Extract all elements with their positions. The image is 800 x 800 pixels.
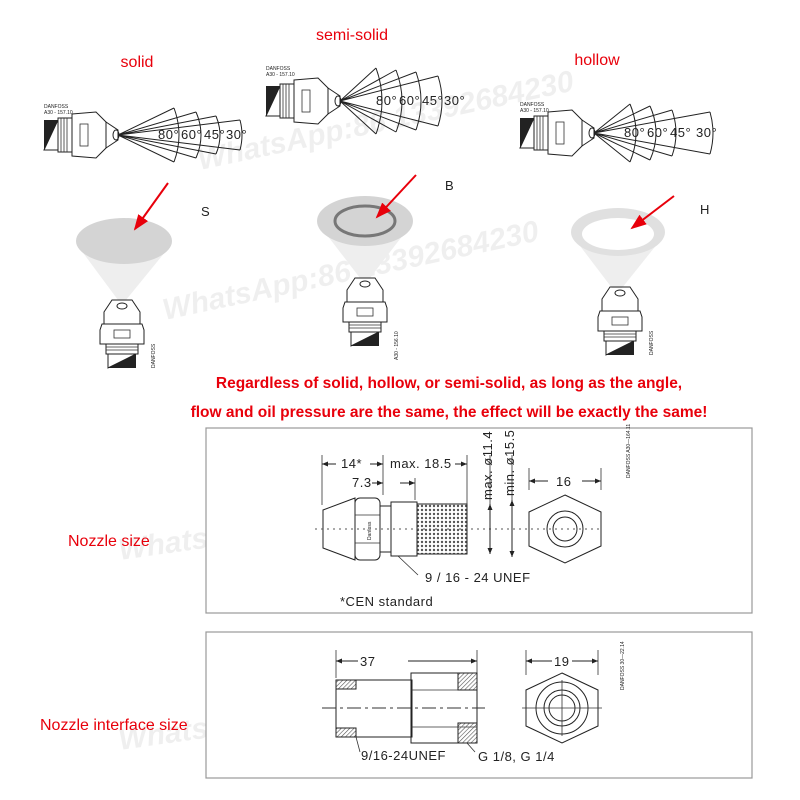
- svg-text:max. 18.5: max. 18.5: [390, 456, 452, 471]
- svg-text:A30 - 157.10: A30 - 157.10: [44, 110, 73, 116]
- nozzle-size-panel: [205, 427, 753, 614]
- svg-text:60°: 60°: [647, 125, 668, 140]
- upright-nozzle-semi-solid: A30 - 156.10: [342, 277, 400, 360]
- solid-spray-pattern: [76, 218, 172, 300]
- svg-text:Danfoss: Danfoss: [367, 521, 373, 540]
- svg-text:*CEN standard: *CEN standard: [340, 594, 433, 609]
- svg-text:9/16-24UNEF: 9/16-24UNEF: [361, 748, 446, 763]
- svg-text:37: 37: [360, 654, 375, 669]
- interface-size-label: Nozzle interface size: [40, 717, 188, 734]
- svg-text:80°: 80°: [624, 125, 645, 140]
- hollow-label: hollow: [574, 52, 620, 69]
- svg-text:16: 16: [556, 474, 571, 489]
- spray-angle-diagram-semi-solid: DANFOSS A30 - 157.10 80°60°45°30°: [265, 66, 465, 135]
- solid-letter: S: [201, 204, 210, 219]
- nozzle-size-drawing: Danfoss 14* max. 18.5 7.3 max. ø11.4 min…: [315, 424, 632, 609]
- note-line-2: flow and oil pressure are the same, the …: [191, 404, 708, 421]
- svg-text:A30 - 156.10: A30 - 156.10: [394, 331, 400, 360]
- spray-angle-diagram-hollow: DANFOSS A30 - 157.10 80°60°45° 30°: [519, 102, 717, 163]
- svg-text:max. ø11.4: max. ø11.4: [480, 431, 495, 500]
- svg-text:60°: 60°: [181, 127, 202, 142]
- spray-angle-diagram-solid: DANFOSS A30 - 157.10 80°60°45°30°: [43, 104, 247, 163]
- svg-text:DANFOSS: DANFOSS: [649, 330, 655, 355]
- interface-size-drawing: 37 19 9/16-24UNEF G 1/8, G 1/4 DANFOSS 3…: [322, 641, 626, 764]
- svg-text:14*: 14*: [341, 456, 362, 471]
- upright-nozzle-hollow: DANFOSS: [597, 286, 655, 356]
- svg-text:A30 - 157.10: A30 - 157.10: [266, 72, 295, 78]
- red-arrow: [375, 174, 417, 219]
- svg-text:DANFOSS 30—22.14: DANFOSS 30—22.14: [620, 641, 626, 690]
- svg-text:45°: 45°: [422, 93, 443, 108]
- svg-text:80°: 80°: [158, 127, 179, 142]
- svg-text:30°: 30°: [226, 127, 247, 142]
- svg-text:45°: 45°: [204, 127, 225, 142]
- svg-text:30°: 30°: [696, 125, 717, 140]
- svg-text:DANFOSS: DANFOSS: [44, 104, 69, 110]
- svg-text:7.3: 7.3: [352, 475, 372, 490]
- red-arrow: [630, 195, 675, 230]
- upright-nozzle-solid: DANFOSS: [99, 299, 157, 369]
- svg-text:G 1/8, G 1/4: G 1/8, G 1/4: [478, 749, 555, 764]
- note-line-1: Regardless of solid, hollow, or semi-sol…: [216, 375, 682, 392]
- semi-solid-label: semi-solid: [316, 27, 388, 44]
- svg-text:30°: 30°: [444, 93, 465, 108]
- svg-text:DANFOSS: DANFOSS: [151, 343, 157, 368]
- interface-size-panel: [205, 631, 753, 779]
- svg-text:19: 19: [554, 654, 569, 669]
- hollow-spray-pattern: [571, 208, 665, 288]
- solid-label: solid: [121, 54, 154, 71]
- svg-text:min. ø15.5: min. ø15.5: [502, 430, 517, 496]
- svg-text:DANFOSS: DANFOSS: [266, 66, 291, 72]
- svg-text:60°: 60°: [399, 93, 420, 108]
- semi-solid-letter: B: [445, 178, 454, 193]
- svg-text:A30 - 157.10: A30 - 157.10: [520, 108, 549, 114]
- svg-text:DANFOSS A30—164.11: DANFOSS A30—164.11: [626, 424, 632, 478]
- red-arrow: [133, 182, 169, 231]
- svg-text:80°: 80°: [376, 93, 397, 108]
- svg-text:9 / 16 - 24 UNEF: 9 / 16 - 24 UNEF: [425, 570, 531, 585]
- svg-text:45°: 45°: [670, 125, 691, 140]
- nozzle-size-label: Nozzle size: [68, 533, 150, 550]
- svg-text:DANFOSS: DANFOSS: [520, 102, 545, 108]
- watermark: WhatsApp:86 13392684230: [195, 65, 577, 177]
- hollow-letter: H: [700, 202, 710, 217]
